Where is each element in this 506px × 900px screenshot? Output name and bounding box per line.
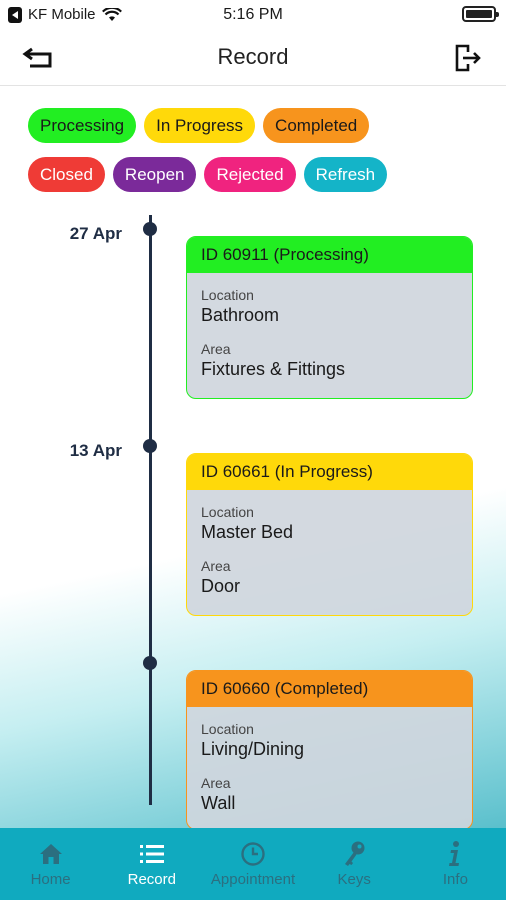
area-label: Area [201,558,231,574]
filter-chip-reopen[interactable]: Reopen [112,157,197,192]
record-card[interactable]: ID 60911 (Processing) Location Bathroom … [186,236,473,399]
wifi-icon [101,7,122,21]
filter-chip-closed[interactable]: Closed [28,157,105,192]
logout-button[interactable] [450,42,486,74]
record-card-body: Location Bathroom Area Fixtures & Fittin… [187,273,472,394]
area-label: Area [201,341,231,357]
area-label: Area [201,775,231,791]
area-value: Wall [201,793,236,813]
record-card-header: ID 60661 (In Progress) [187,454,472,490]
nav-label: Appointment [210,871,296,888]
area-value: Fixtures & Fittings [201,359,346,379]
location-label: Location [201,287,254,303]
nav-keys[interactable]: Keys [304,828,405,900]
refresh-button[interactable]: Refresh [303,157,388,192]
area-value: Door [201,576,241,596]
header: Record [0,30,506,86]
carrier-name: KF Mobile [28,6,96,23]
nav-label: Info [442,871,468,888]
filter-row-1: Processing In Progress Completed [28,108,370,143]
back-button[interactable] [20,42,56,74]
location-label: Location [201,721,254,737]
record-card-header: ID 60911 (Processing) [187,237,472,273]
record-card-header: ID 60660 (Completed) [187,671,472,707]
record-date: 13 Apr [69,441,122,460]
list-icon [139,845,164,863]
bottom-nav: Home Record Appointment Ke [0,828,506,900]
back-arrow-icon [22,47,52,68]
logout-icon [455,44,481,72]
record-card-body: Location Living/Dining Area Wall [187,707,472,828]
filter-chip-rejected[interactable]: Rejected [204,157,296,192]
record-card-body: Location Master Bed Area Door [187,490,472,611]
filter-chip-in-progress[interactable]: In Progress [144,108,256,143]
location-value: Master Bed [201,522,294,542]
nav-home[interactable]: Home [0,828,101,900]
nav-label: Keys [337,871,371,888]
timeline-dot [143,656,157,670]
record-card[interactable]: ID 60661 (In Progress) Location Master B… [186,453,473,616]
status-time: 5:16 PM [223,6,283,23]
record-date: 27 Apr [69,224,122,243]
timeline-dot [143,439,157,453]
nav-record[interactable]: Record [101,828,202,900]
page-title: Record [217,44,289,69]
nav-label: Home [30,871,71,888]
location-value: Bathroom [201,305,280,325]
timeline-dot [143,222,157,236]
status-bar: KF Mobile 5:16 PM [0,0,506,30]
nav-appointment[interactable]: Appointment [202,828,303,900]
timeline-line [149,215,152,805]
status-left: KF Mobile [8,6,122,23]
nav-info[interactable]: Info [405,828,506,900]
filter-chip-completed[interactable]: Completed [263,108,370,143]
home-icon [39,844,62,864]
back-to-app-icon[interactable] [8,6,22,23]
location-label: Location [201,504,254,520]
info-icon [449,841,460,866]
clock-icon [241,842,265,866]
filter-chip-processing[interactable]: Processing [28,108,137,143]
filter-row-2: Closed Reopen Rejected Refresh [28,157,388,192]
record-card[interactable]: ID 60660 (Completed) Location Living/Din… [186,670,473,830]
nav-label: Record [127,871,176,888]
location-value: Living/Dining [201,739,305,759]
status-right [462,6,499,22]
battery-icon [462,6,499,22]
key-icon [345,841,365,866]
